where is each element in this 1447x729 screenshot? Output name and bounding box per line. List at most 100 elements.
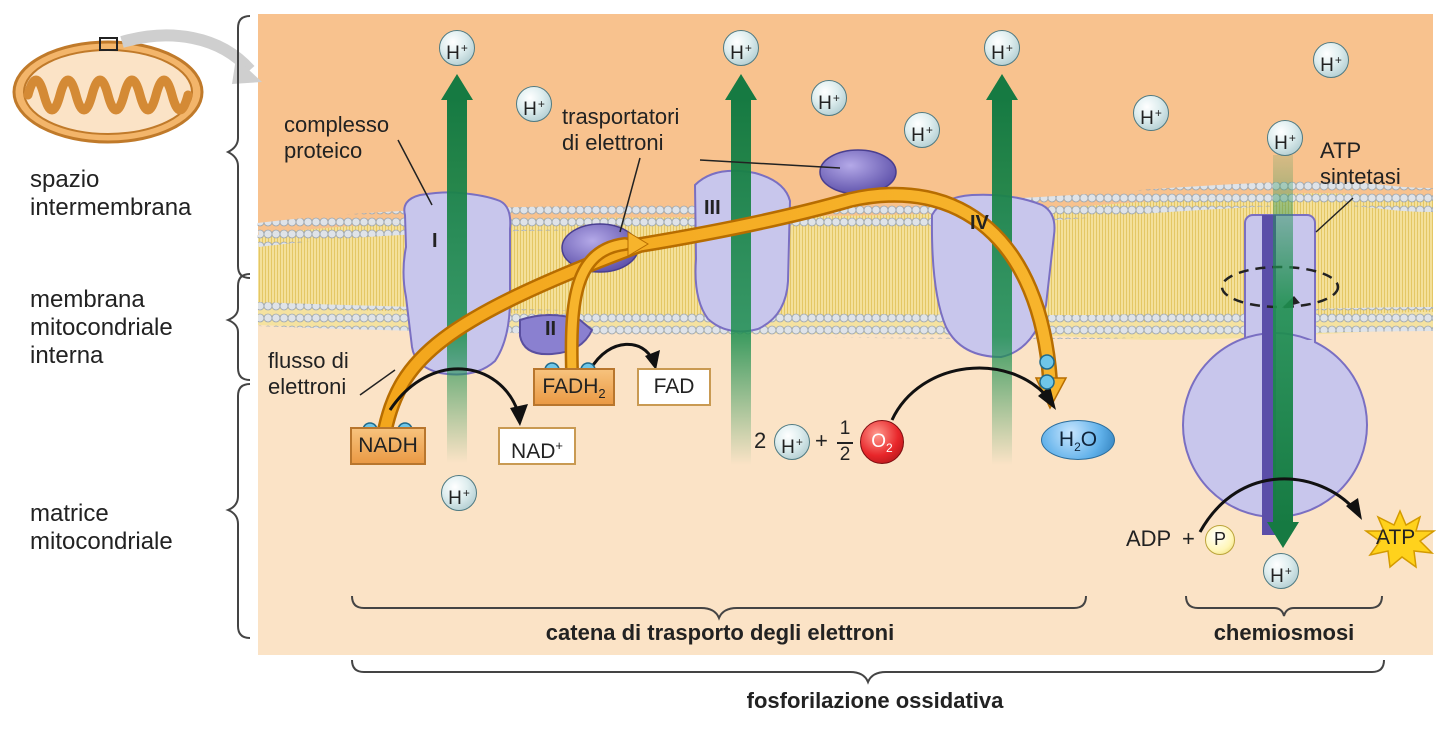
ion-charge: + bbox=[1288, 131, 1296, 145]
region-label-membrane: membrana mitocondriale interna bbox=[30, 286, 173, 370]
oxphos-label: fosforilazione ossidativa bbox=[746, 688, 1004, 713]
ion-charge: + bbox=[925, 123, 933, 137]
callout-line: flusso di bbox=[268, 348, 349, 373]
callout-line: di elettroni bbox=[562, 130, 664, 156]
ion-symbol: H bbox=[911, 125, 925, 146]
h2o-subscript: 2 bbox=[1074, 440, 1081, 455]
proton-ion: H+ bbox=[1313, 42, 1349, 78]
proton-ion: H+ bbox=[1263, 553, 1299, 589]
equation-coefficient: 2 bbox=[754, 428, 767, 453]
phosphate: P bbox=[1205, 525, 1235, 555]
nad-plus-molecule: NAD+ bbox=[498, 427, 576, 465]
equation-plus: + bbox=[815, 428, 828, 453]
fadh-subscript: 2 bbox=[598, 386, 606, 402]
ion-charge: + bbox=[1334, 53, 1342, 67]
region-label-line: membrana bbox=[30, 286, 145, 313]
fad-molecule: FAD bbox=[637, 368, 711, 406]
ion-charge: + bbox=[795, 435, 803, 449]
proton-ion: H+ bbox=[439, 30, 475, 66]
callout-line: elettroni bbox=[268, 374, 347, 400]
ion-symbol: H bbox=[1270, 566, 1284, 587]
callout-line: trasportatori bbox=[562, 104, 680, 129]
ion-symbol: H bbox=[991, 43, 1005, 64]
electron-flow-path bbox=[377, 186, 1058, 438]
ion-charge: + bbox=[462, 486, 470, 500]
reaction-arrows bbox=[388, 342, 1357, 533]
callout-line: sintetasi bbox=[1320, 164, 1401, 190]
callout-atp-synthase: ATP sintetasi bbox=[1320, 138, 1401, 191]
ion-charge: + bbox=[460, 41, 468, 55]
oxygen-molecule: O2 bbox=[860, 420, 904, 464]
adp-plus: + bbox=[1182, 526, 1195, 551]
region-label-line: interna bbox=[30, 342, 104, 370]
carrier-arrowhead bbox=[627, 231, 649, 257]
proton-arrows bbox=[441, 74, 1299, 548]
region-label-line: spazio bbox=[30, 166, 100, 193]
ion-symbol: H bbox=[818, 93, 832, 114]
reaction-arrowheads bbox=[510, 350, 1362, 520]
ion-symbol: H bbox=[781, 437, 795, 458]
water-molecule: H2O bbox=[1041, 420, 1115, 460]
ion-charge: + bbox=[744, 41, 752, 55]
adp-label: ADP bbox=[1126, 526, 1172, 551]
proton-ion: H+ bbox=[1267, 120, 1303, 156]
ion-symbol: H bbox=[730, 43, 744, 64]
proton-ion: H+ bbox=[1133, 95, 1169, 131]
h2o-o: O bbox=[1080, 428, 1098, 451]
o2-symbol: O bbox=[871, 431, 887, 452]
etc-label: catena di trasporto degli elettroni bbox=[545, 620, 895, 645]
ion-charge: + bbox=[1284, 564, 1292, 578]
mitochondrion-icon bbox=[12, 29, 262, 144]
proton-ion: H+ bbox=[516, 86, 552, 122]
fraction-denominator: 2 bbox=[839, 444, 851, 465]
chemiosmosis-label: chemiosmosi bbox=[1213, 620, 1355, 645]
complex-I-label: I bbox=[432, 230, 438, 252]
callout-line: proteico bbox=[284, 138, 363, 164]
h2o-h: H bbox=[1058, 428, 1075, 451]
region-label-matrix: matrice mitocondriale bbox=[30, 500, 173, 556]
proton-ion: H+ bbox=[811, 80, 847, 116]
ion-symbol: H bbox=[523, 99, 537, 120]
ion-charge: + bbox=[1005, 41, 1013, 55]
ion-symbol: H bbox=[446, 43, 460, 64]
atp-burst-icon bbox=[1364, 509, 1436, 569]
nadh-molecule: NADH bbox=[350, 427, 426, 465]
ion-symbol: H bbox=[1140, 108, 1154, 129]
callout-carriers: trasportatori di elettroni bbox=[562, 104, 679, 157]
callout-line: ATP bbox=[1320, 138, 1362, 163]
complex-IV-label: IV bbox=[970, 212, 989, 234]
ion-symbol: H bbox=[1274, 133, 1288, 154]
callout-complex: complesso proteico bbox=[284, 112, 389, 165]
complex-III-label: III bbox=[704, 197, 721, 219]
ion-charge: + bbox=[537, 97, 545, 111]
atp-label: ATP bbox=[1376, 526, 1416, 549]
ion-symbol: H bbox=[448, 488, 462, 509]
bottom-braces bbox=[351, 595, 1385, 685]
region-label-line: intermembrana bbox=[30, 194, 192, 222]
fraction-numerator: 1 bbox=[839, 418, 851, 439]
complex-II-label: II bbox=[545, 318, 557, 340]
callout-line: complesso bbox=[284, 112, 390, 137]
region-label-intermembrane: spazio intermembrana bbox=[30, 166, 191, 222]
fadh-symbol: FADH bbox=[542, 375, 599, 398]
nad-symbol: NAD bbox=[511, 440, 556, 463]
proton-ion: H+ bbox=[984, 30, 1020, 66]
proton-ion: H+ bbox=[441, 475, 477, 511]
region-braces bbox=[225, 15, 251, 639]
ion-charge: + bbox=[832, 91, 840, 105]
ion-charge: + bbox=[1154, 106, 1162, 120]
ion-symbol: H bbox=[1320, 55, 1334, 76]
proton-ion: H+ bbox=[904, 112, 940, 148]
callout-electron-flow: flusso di elettroni bbox=[268, 348, 349, 401]
region-label-line: mitocondriale bbox=[30, 528, 173, 556]
proton-ion: H+ bbox=[723, 30, 759, 66]
fraction-bar bbox=[837, 442, 853, 444]
proton-ion: H+ bbox=[774, 424, 810, 460]
region-label-line: matrice bbox=[30, 500, 109, 527]
region-label-line: mitocondriale bbox=[30, 314, 173, 342]
o2-subscript: 2 bbox=[886, 440, 893, 455]
leader-lines bbox=[359, 139, 1354, 396]
nad-charge: + bbox=[555, 438, 563, 453]
